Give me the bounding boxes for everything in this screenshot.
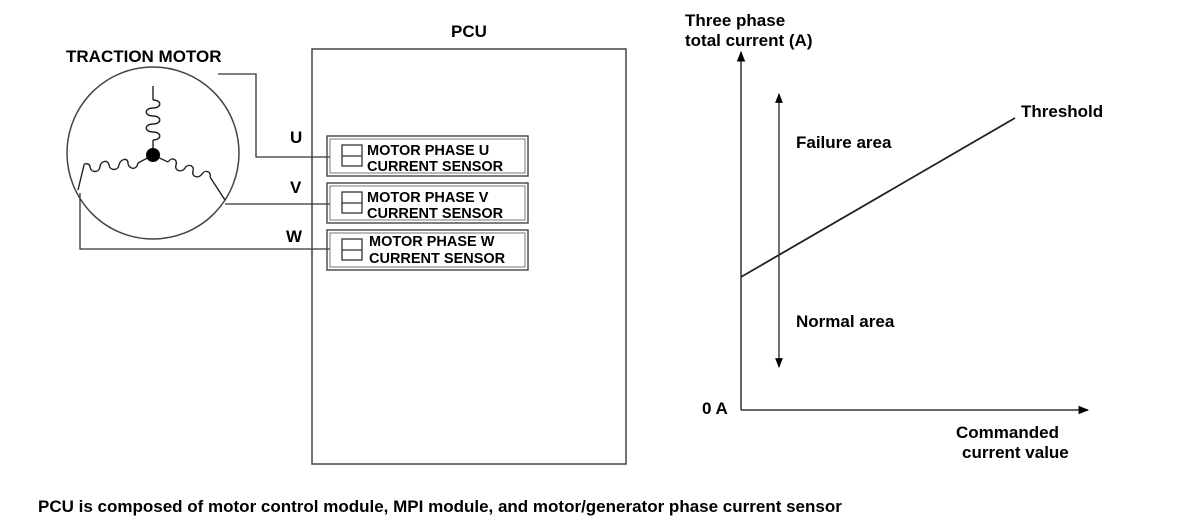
origin-label: 0 A — [702, 399, 728, 418]
sensor-w-line2: CURRENT SENSOR — [369, 251, 506, 267]
motor-title: TRACTION MOTOR — [66, 47, 222, 66]
y-axis-label-line1: Three phase — [685, 11, 785, 30]
sensor-v-line2: CURRENT SENSOR — [367, 206, 504, 222]
pcu-box — [311, 48, 627, 465]
caption: PCU is composed of motor control module,… — [38, 497, 842, 516]
phase-wires — [79, 73, 330, 250]
motor-windings — [77, 86, 226, 201]
sensor-phase-w: MOTOR PHASE W CURRENT SENSOR — [326, 229, 529, 271]
terminal-u-label: U — [290, 128, 302, 147]
x-axis-label-line2: current value — [962, 443, 1069, 462]
x-axis-label-line1: Commanded — [956, 423, 1059, 442]
sensor-v-line1: MOTOR PHASE V — [367, 190, 489, 206]
y-axis-label-line2: total current (A) — [685, 31, 813, 50]
normal-area-label: Normal area — [796, 312, 895, 331]
sensor-w-line1: MOTOR PHASE W — [369, 234, 495, 250]
sensor-u-line1: MOTOR PHASE U — [367, 143, 489, 159]
winding-neutral-point — [146, 148, 160, 162]
sensor-u-line2: CURRENT SENSOR — [367, 159, 504, 175]
terminal-v-label: V — [290, 178, 302, 197]
failure-area-label: Failure area — [796, 133, 892, 152]
motor-housing — [66, 66, 240, 240]
sensor-phase-v: MOTOR PHASE V CURRENT SENSOR — [326, 182, 529, 224]
threshold-label: Threshold — [1021, 102, 1103, 121]
sensor-phase-u: MOTOR PHASE U CURRENT SENSOR — [326, 135, 529, 177]
pcu-title: PCU — [451, 22, 487, 41]
threshold-line — [740, 117, 1016, 278]
terminal-w-label: W — [286, 227, 303, 246]
